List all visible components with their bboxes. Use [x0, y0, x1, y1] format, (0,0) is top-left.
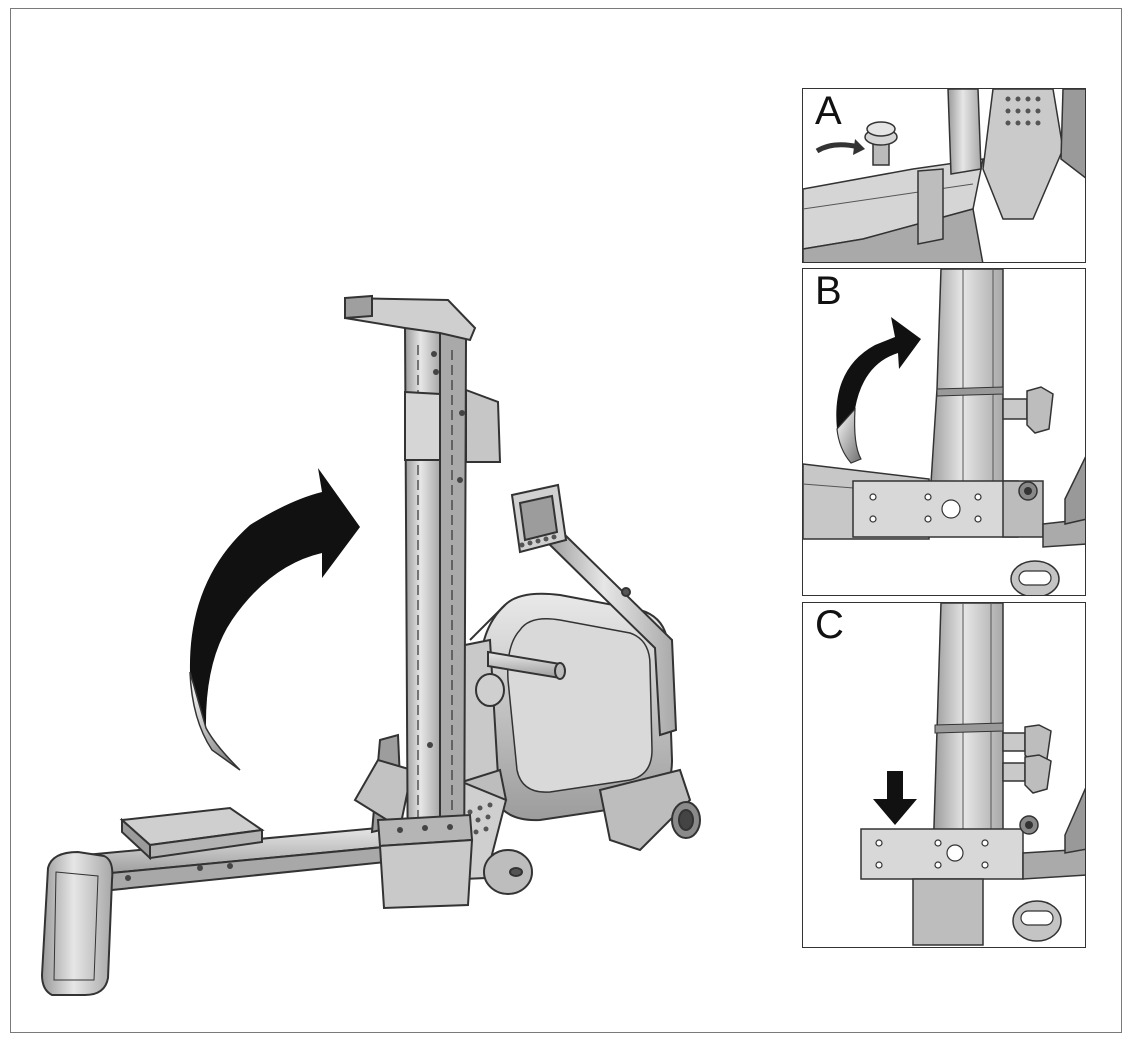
detail-panel-c: C [802, 602, 1086, 948]
detail-b-illustration [803, 269, 1085, 595]
panel-label-c: C [815, 603, 844, 647]
rail-base [40, 806, 407, 996]
monitor [510, 483, 568, 554]
detail-panel-a: A [802, 88, 1086, 263]
knob-icon [864, 121, 898, 166]
folding-rail [344, 294, 502, 910]
panel-label-a: A [815, 89, 842, 133]
down-arrow-icon [873, 771, 917, 825]
panel-label-b: B [815, 269, 842, 313]
detail-panel-b: B [802, 268, 1086, 596]
handle-bar [475, 650, 566, 707]
rotate-arrow-icon [815, 139, 865, 155]
rowing-machine-illustration [40, 294, 701, 996]
curved-arrow-icon [836, 317, 921, 464]
curved-arrow-icon [189, 468, 360, 771]
rear-stabilizer [598, 768, 701, 852]
detail-c-illustration [860, 603, 1085, 946]
detail-a-illustration [803, 89, 1085, 262]
